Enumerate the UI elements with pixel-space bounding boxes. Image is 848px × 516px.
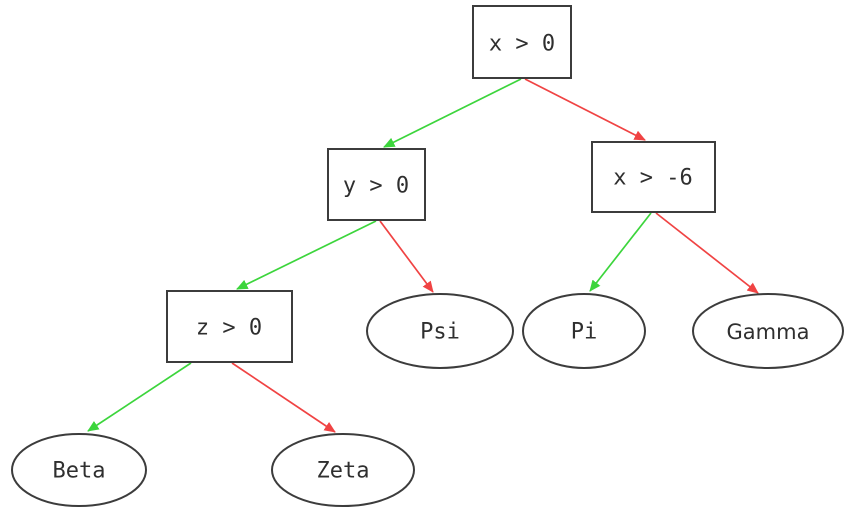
- edge-y-gt-0-true-to-z-gt-0: [236, 220, 377, 290]
- node-psi-ellipse: [366, 293, 514, 369]
- node-beta-ellipse: [11, 433, 147, 507]
- edge-layer: [87, 78, 759, 433]
- node-zeta-label: Zeta: [317, 459, 370, 484]
- edge-x-gt-neg6-true-to-pi: [589, 212, 652, 292]
- node-z-gt-0-label: z > 0: [196, 316, 262, 341]
- edge-z-gt-0-false-to-zeta: [231, 362, 336, 433]
- node-gamma: Gamma: [692, 293, 844, 369]
- node-x-gt-neg6-label: x > -6: [613, 166, 692, 191]
- node-root: x > 0: [472, 5, 572, 79]
- node-pi-ellipse: [522, 293, 646, 369]
- node-root-box: [472, 5, 572, 79]
- node-z-gt-0: z > 0: [166, 290, 293, 363]
- node-beta-label: Beta: [53, 459, 106, 484]
- node-zeta-ellipse: [271, 433, 415, 507]
- node-psi: Psi: [366, 293, 514, 369]
- edge-x-gt-neg6-false-to-gamma: [655, 212, 759, 294]
- edge-root-false-to-x-gt-neg6: [524, 78, 646, 141]
- edge-y-gt-0-false-to-psi: [379, 220, 434, 293]
- node-x-gt-neg6: x > -6: [591, 141, 716, 213]
- node-gamma-label: Gamma: [727, 320, 810, 344]
- node-z-gt-0-box: [166, 290, 293, 363]
- node-root-label: x > 0: [489, 32, 555, 57]
- node-beta: Beta: [11, 433, 147, 507]
- node-y-gt-0-label: y > 0: [343, 174, 409, 199]
- node-y-gt-0-box: [327, 148, 426, 221]
- node-gamma-ellipse: [692, 293, 844, 369]
- edge-z-gt-0-true-to-beta: [87, 362, 192, 432]
- node-psi-label: Psi: [420, 320, 460, 345]
- node-pi: Pi: [522, 293, 646, 369]
- node-x-gt-neg6-box: [591, 141, 716, 213]
- node-y-gt-0: y > 0: [327, 148, 426, 221]
- node-zeta: Zeta: [271, 433, 415, 507]
- node-pi-label: Pi: [571, 320, 598, 345]
- edge-root-true-to-y-gt-0: [383, 78, 522, 148]
